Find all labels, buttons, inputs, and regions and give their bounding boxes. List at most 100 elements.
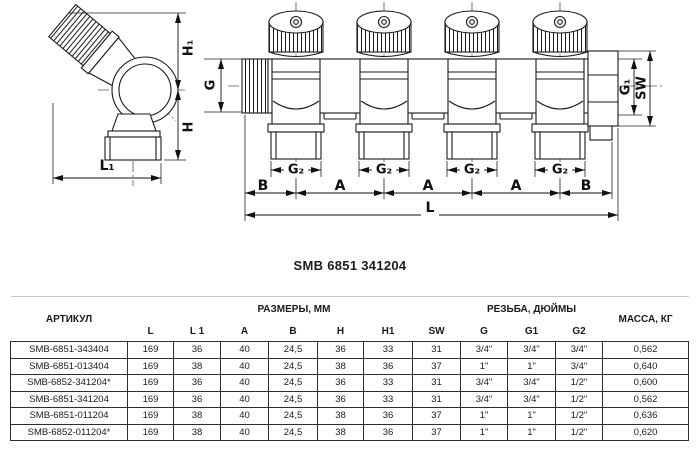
col-header-A: A [240,326,249,337]
nut-dimensions: G₁ SW [618,50,656,127]
table-cell: 169 [127,374,174,392]
table-cell: 0,640 [602,357,690,375]
col-header-H1: H1 [381,326,395,337]
col-header-G1: G1 [524,326,539,337]
table-cell: 3/4" [460,390,509,408]
dim-label-a: A [511,178,522,194]
table-cell: 3/4" [507,374,557,392]
table-cell: 0,620 [602,423,690,441]
col-header-B: B [289,326,297,337]
outlet-dimensions: G₂ G₂ G₂ G₂ [270,161,586,178]
table-row: SMB-6851-011204 169 38 40 24,5 38 36 37 … [10,407,690,425]
table-cell: 3/4" [460,374,509,392]
table-cell: 0,636 [602,407,690,425]
spec-table: АРТИКУЛ РАЗМЕРЫ, ММ РЕЗЬБА, ДЮЙМЫ МАССА,… [10,296,690,441]
table-cell: 36 [363,357,413,375]
table-cell: 40 [220,390,269,408]
col-header-article: АРТИКУЛ [10,296,128,342]
table-cell: 38 [173,407,221,425]
valve-unit [267,2,325,176]
dim-label-h1: H₁ [182,40,197,57]
table-cell: 36 [173,374,221,392]
dim-label-b: B [581,178,592,194]
table-row: SMB-6852-341204* 169 36 40 24,5 36 33 31… [10,374,690,392]
dim-label-h: H [182,122,197,133]
table-cell: 24,5 [268,407,318,425]
valve-drawing: H₁ H L₁ [47,3,197,186]
article-cell: SMB-6851-343404 [10,341,128,359]
table-cell: 37 [411,423,462,441]
table-cell: 24,5 [268,390,318,408]
table-cell: 33 [363,341,413,359]
table-cell: 33 [363,390,413,408]
dim-label-sw: SW [635,76,650,100]
group-header-thread: РЕЗЬБА, ДЮЙМЫ [460,296,603,322]
table-cell: 1/2" [555,374,604,392]
table-row: SMB-6851-341204 169 36 40 24,5 36 33 31 … [10,390,690,408]
table-cell: 24,5 [268,357,318,375]
col-header-SW: SW [428,326,445,337]
table-cell: 36 [317,374,364,392]
group-header-dimensions: РАЗМЕРЫ, ММ [127,296,461,322]
col-header-H: H [336,326,345,337]
table-cell: 3/4" [555,357,604,375]
table-cell: 169 [127,341,174,359]
table-cell: 3/4" [555,341,604,359]
dim-label-l: L [426,200,435,216]
table-cell: 24,5 [268,374,318,392]
table-cell: 1" [507,423,557,441]
table-cell: 38 [317,407,364,425]
technical-drawing: H₁ H L₁ G [47,2,662,221]
table-cell: 37 [411,407,462,425]
table-cell: 0,600 [602,374,690,392]
dim-label-a: A [335,178,346,194]
table-row: SMB-6851-343404 169 36 40 24,5 36 33 31 … [10,341,690,359]
table-cell: 36 [173,390,221,408]
article-cell: SMB-6851-341204 [10,390,128,408]
col-header-G2: G2 [572,326,586,337]
table-cell: 31 [411,374,462,392]
table-cell: 0,562 [602,341,690,359]
table-cell: 1" [460,423,509,441]
valve-unit [531,2,589,176]
table-cell: 1" [460,357,509,375]
table-cell: 3/4" [507,390,557,408]
table-cell: 1/2" [555,390,604,408]
table-cell: 0,562 [602,390,690,408]
table-cell: 24,5 [268,341,318,359]
col-header-mass: МАССА, КГ [602,296,689,342]
article-cell: SMB-6851-011204 [10,407,128,425]
spacing-dimensions: B A A A B L [244,115,619,221]
col-header-L: L [147,326,154,337]
table-cell: 36 [317,390,364,408]
col-header-G: G [480,326,488,337]
table-cell: 31 [411,341,462,359]
table-cell: 40 [220,407,269,425]
table-cell: 38 [173,423,221,441]
table-cell: 169 [127,423,174,441]
table-cell: 1" [507,357,557,375]
valve-unit [443,2,501,176]
table-cell: 38 [317,357,364,375]
product-title: SMB 6851 341204 [293,258,407,273]
table-cell: 1/2" [555,407,604,425]
table-cell: 1" [507,407,557,425]
valve-unit [355,2,413,176]
dim-label-g: G [204,80,219,91]
table-cell: 40 [220,357,269,375]
dim-label-l1: L₁ [99,158,114,174]
table-cell: 36 [363,423,413,441]
table-cell: 3/4" [460,341,509,359]
table-cell: 40 [220,423,269,441]
table-cell: 31 [411,390,462,408]
table-cell: 169 [127,390,174,408]
table-cell: 38 [173,357,221,375]
dim-label-a: A [423,178,434,194]
dim-label-g1: G₁ [619,79,634,95]
table-cell: 1/2" [555,423,604,441]
article-cell: SMB-6852-011204* [10,423,128,441]
table-cell: 37 [411,357,462,375]
dim-label-g2: G₂ [376,163,392,178]
table-header: АРТИКУЛ РАЗМЕРЫ, ММ РЕЗЬБА, ДЮЙМЫ МАССА,… [10,296,689,342]
